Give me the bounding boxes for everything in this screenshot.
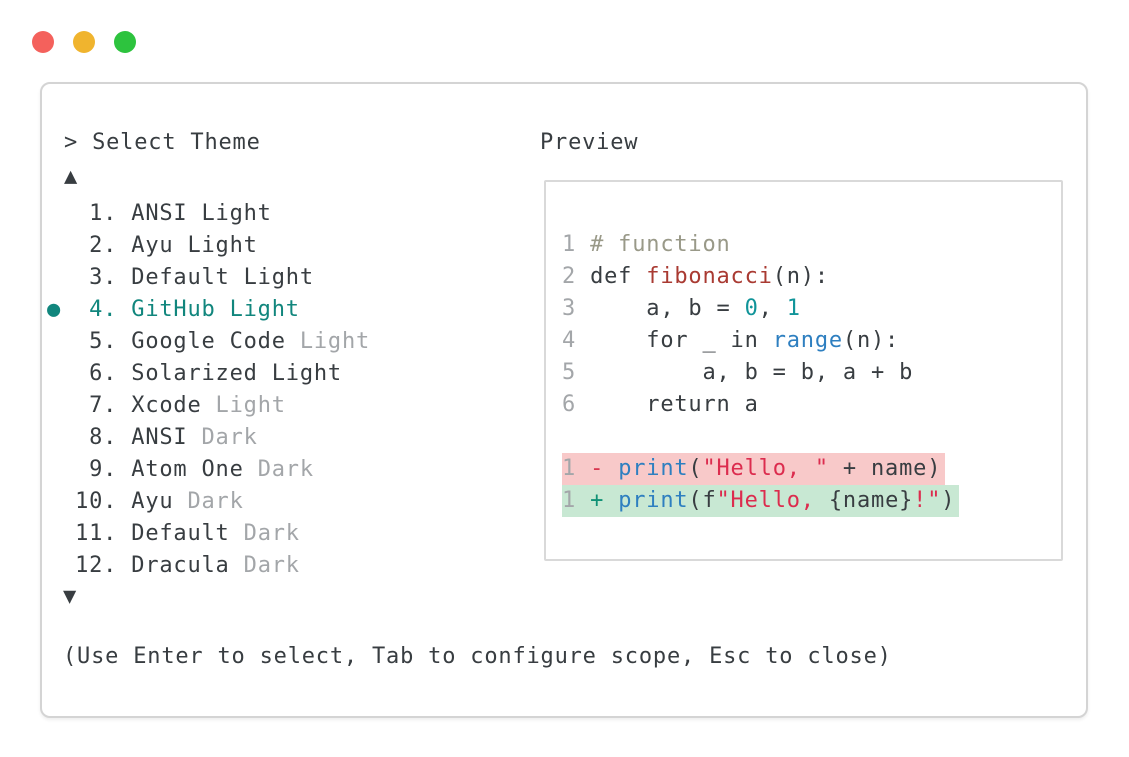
marker-spacer (47, 201, 75, 226)
theme-number: 3. (75, 265, 132, 290)
code-line-content: 4 for _ in range(n): (562, 328, 900, 353)
code-line-4: 4 for _ in range(n): (562, 325, 1061, 357)
theme-name: Ayu (131, 489, 174, 514)
theme-number: 11. (75, 521, 132, 546)
theme-name: Google Code (131, 329, 286, 354)
theme-variant: Dark (187, 425, 258, 450)
theme-number: 12. (75, 553, 132, 578)
theme-option-4[interactable]: ● 4. GitHub Light (47, 294, 370, 326)
theme-name: Default (131, 521, 230, 546)
scroll-down-icon[interactable]: ▼ (63, 584, 78, 609)
theme-name: Atom One (131, 457, 244, 482)
code-line-1: 1 # function (562, 229, 1061, 261)
diff-added-line: 1 + print(f"Hello, {name}!") (562, 485, 960, 517)
theme-name: GitHub Light (131, 297, 300, 322)
code-line-5: 5 a, b = b, a + b (562, 357, 1061, 389)
code-line-2: 2 def fibonacci(n): (562, 261, 1061, 293)
close-button[interactable] (32, 31, 54, 53)
theme-option-7[interactable]: 7. Xcode Light (47, 390, 370, 422)
marker-spacer (47, 393, 75, 418)
preview-title: Preview (540, 130, 639, 155)
help-text: (Use Enter to select, Tab to configure s… (63, 644, 892, 669)
theme-option-11[interactable]: 11. Default Dark (47, 518, 370, 550)
theme-variant: Dark (173, 489, 244, 514)
theme-number: 8. (75, 425, 132, 450)
theme-number: 6. (75, 361, 132, 386)
theme-name: Dracula (131, 553, 230, 578)
theme-number: 2. (75, 233, 132, 258)
code-line-content: 1 # function (562, 232, 731, 257)
theme-name: Solarized Light (131, 361, 342, 386)
code-line-9: 1 + print(f"Hello, {name}!") (562, 485, 1061, 517)
theme-name: ANSI Light (131, 201, 272, 226)
theme-name: Default Light (131, 265, 314, 290)
theme-option-6[interactable]: 6. Solarized Light (47, 358, 370, 390)
code-line-8: 1 - print("Hello, " + name) (562, 453, 1061, 485)
theme-option-12[interactable]: 12. Dracula Dark (47, 550, 370, 582)
marker-spacer (47, 233, 75, 258)
maximize-button[interactable] (114, 31, 136, 53)
theme-variant: Dark (243, 457, 314, 482)
marker-spacer (47, 425, 75, 450)
theme-list: 1. ANSI Light 2. Ayu Light 3. Default Li… (47, 198, 370, 582)
theme-number: 10. (75, 489, 132, 514)
marker-spacer (47, 489, 75, 514)
selected-marker-icon: ● (47, 297, 76, 322)
theme-option-8[interactable]: 8. ANSI Dark (47, 422, 370, 454)
theme-variant: Light (285, 329, 371, 354)
theme-variant: Dark (229, 553, 300, 578)
theme-name: ANSI (131, 425, 188, 450)
code-line-3: 3 a, b = 0, 1 (562, 293, 1061, 325)
theme-option-1[interactable]: 1. ANSI Light (47, 198, 370, 230)
code-line-7 (562, 421, 1061, 453)
theme-number: 1. (75, 201, 132, 226)
marker-spacer (47, 553, 75, 578)
theme-selector-panel: > Select Theme Preview ▲ 1. ANSI Light 2… (40, 82, 1088, 718)
code-line-content: 5 a, b = b, a + b (562, 360, 914, 385)
code-line-content: 2 def fibonacci(n): (562, 264, 829, 289)
diff-removed-line: 1 - print("Hello, " + name) (562, 453, 946, 485)
code-line-content: 6 return a (562, 392, 759, 417)
theme-option-10[interactable]: 10. Ayu Dark (47, 486, 370, 518)
marker-spacer (47, 329, 75, 354)
window-controls (32, 31, 136, 53)
theme-number: 5. (75, 329, 132, 354)
theme-option-3[interactable]: 3. Default Light (47, 262, 370, 294)
theme-variant: Dark (229, 521, 300, 546)
marker-spacer (47, 521, 75, 546)
theme-option-9[interactable]: 9. Atom One Dark (47, 454, 370, 486)
theme-number: 9. (75, 457, 132, 482)
theme-number: 7. (75, 393, 132, 418)
theme-name: Ayu Light (131, 233, 258, 258)
theme-number: 4. (75, 297, 132, 322)
scroll-up-icon[interactable]: ▲ (64, 164, 79, 189)
code-sample: 1 # function 2 def fibonacci(n): 3 a, b = … (546, 182, 1061, 517)
theme-option-2[interactable]: 2. Ayu Light (47, 230, 370, 262)
theme-name: Xcode (131, 393, 202, 418)
code-line-6: 6 return a (562, 389, 1061, 421)
select-theme-prompt: > Select Theme (64, 130, 261, 155)
minimize-button[interactable] (73, 31, 95, 53)
theme-option-5[interactable]: 5. Google Code Light (47, 326, 370, 358)
marker-spacer (47, 457, 75, 482)
marker-spacer (47, 265, 75, 290)
theme-variant: Light (201, 393, 286, 418)
preview-box: 1 # function 2 def fibonacci(n): 3 a, b = … (544, 180, 1063, 561)
code-line-content: 3 a, b = 0, 1 (562, 296, 801, 321)
marker-spacer (47, 361, 75, 386)
